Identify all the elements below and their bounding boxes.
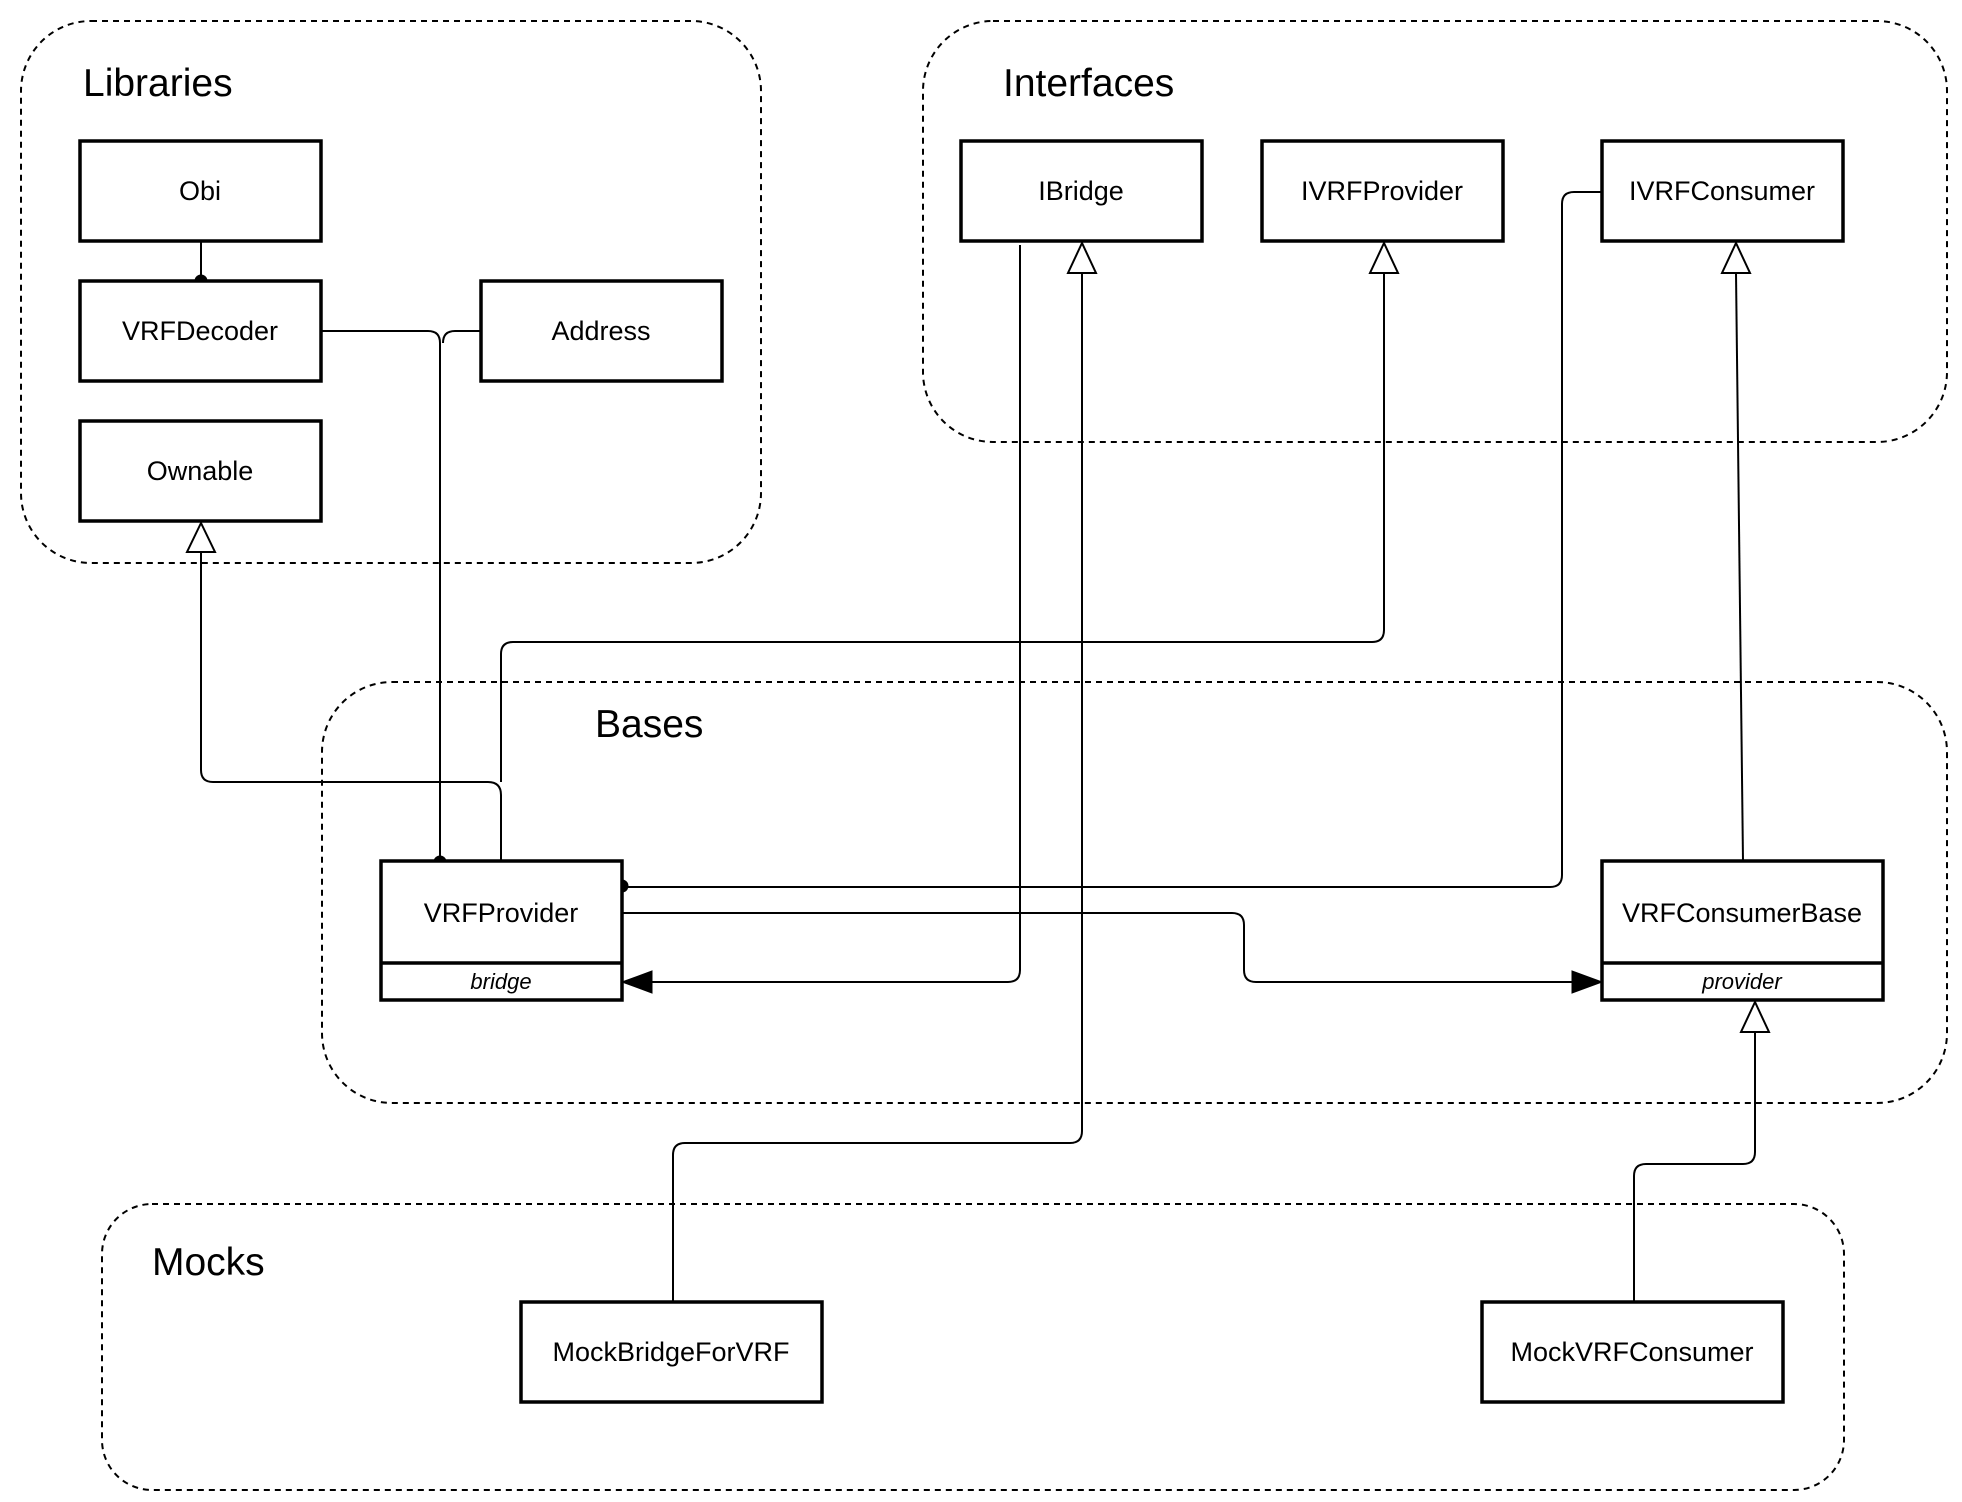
class-name-ownable: Ownable [147, 456, 254, 486]
group-mocks [101, 1203, 1845, 1491]
class-name-vrfconsumerbase: VRFConsumerBase [1622, 898, 1862, 928]
edge-vrfprovider-address [442, 330, 481, 344]
class-vrfconsumerbase: VRFConsumerBase provider [1600, 859, 1885, 1002]
class-address: Address [479, 279, 724, 383]
group-title-libraries: Libraries [83, 62, 233, 105]
edge-vrfconsumerbase-vrfprovider [622, 912, 1578, 983]
edge-mockvrfconsumer-vrfconsumerbase [1633, 1030, 1756, 1302]
class-ibridge: IBridge [959, 139, 1204, 243]
group-libraries [20, 20, 762, 564]
edge-vrfprovider-ownable [200, 552, 502, 861]
class-obi: Obi [78, 139, 323, 243]
class-name-vrfprovider: VRFProvider [424, 898, 579, 928]
assoc-arrow-bridge [620, 970, 653, 994]
class-mockbridgeforvrf: MockBridgeForVRF [519, 1300, 824, 1404]
edge-vrfprovider-ivrfconsumer [622, 191, 1602, 888]
class-name-mockvrfconsumer: MockVRFConsumer [1510, 1337, 1753, 1367]
class-name-vrfdecoder: VRFDecoder [122, 316, 278, 346]
class-vrfprovider: VRFProvider bridge [379, 859, 624, 1002]
group-interfaces [922, 20, 1948, 443]
assoc-arrow-provider [1571, 970, 1604, 994]
edge-vrfconsumerbase-ivrfconsumer [1735, 272, 1744, 862]
inherit-arrow-ibridge [1066, 240, 1098, 274]
inherit-arrow-ivrfconsumer [1720, 240, 1752, 274]
class-field-provider: provider [1701, 969, 1783, 994]
class-name-mockbridgeforvrf: MockBridgeForVRF [552, 1337, 789, 1367]
class-name-address: Address [551, 316, 650, 346]
class-name-ivrfconsumer: IVRFConsumer [1629, 176, 1815, 206]
edge-mockbridge-ibridge [672, 273, 1083, 1302]
group-title-mocks: Mocks [152, 1241, 265, 1284]
edge-vrfprovider-vrfdecoder [322, 330, 441, 861]
class-vrfdecoder: VRFDecoder [78, 279, 323, 383]
class-name-ivrfprovider: IVRFProvider [1301, 176, 1463, 206]
class-ivrfconsumer: IVRFConsumer [1600, 139, 1845, 243]
class-name-ibridge: IBridge [1038, 176, 1124, 206]
group-title-interfaces: Interfaces [1003, 62, 1174, 105]
inherit-arrow-ownable [185, 520, 217, 553]
inherit-arrow-ivrfprovider [1368, 240, 1400, 274]
edge-vrfprovider-ibridge [650, 245, 1021, 983]
class-name-obi: Obi [179, 176, 221, 206]
class-field-bridge: bridge [470, 969, 531, 994]
class-mockvrfconsumer: MockVRFConsumer [1480, 1300, 1785, 1404]
class-ivrfprovider: IVRFProvider [1260, 139, 1505, 243]
group-title-bases: Bases [595, 703, 703, 746]
group-bases [321, 681, 1948, 1104]
class-ownable: Ownable [78, 419, 323, 523]
edge-vrfprovider-ivrfprovider [500, 273, 1385, 782]
inherit-arrow-vrfconsumerbase [1739, 999, 1771, 1033]
